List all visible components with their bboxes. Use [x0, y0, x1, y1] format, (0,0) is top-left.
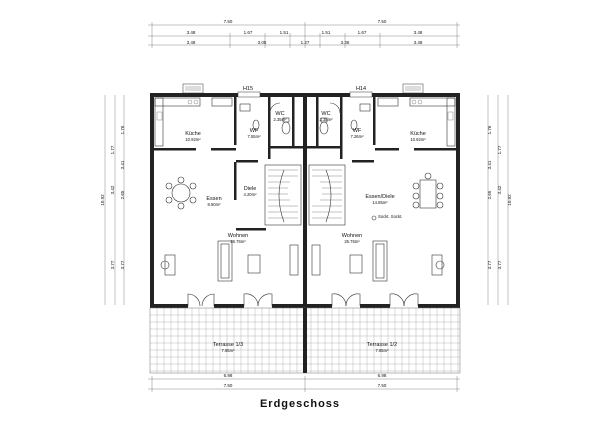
terrace-doors	[187, 293, 419, 307]
dim-right-total: 10.92	[507, 194, 512, 206]
room-diele-left: Diele	[244, 186, 257, 192]
room-kueche-right: Küche	[410, 131, 426, 137]
terrace-left-area: 7.65m²	[221, 348, 235, 353]
house-no-right: H14	[356, 86, 366, 92]
terrace-left: Terrasse 1/3	[213, 342, 243, 348]
terrace-right: Terrasse 1/2	[367, 342, 397, 348]
dim-top-row1-a: 3.48	[187, 30, 196, 35]
dim-top-row1-f: 3.48	[414, 30, 423, 35]
dim-right-c: 1.77	[497, 145, 502, 154]
dim-left-g: 3.77	[110, 260, 115, 269]
room-wc-right: WC	[321, 111, 330, 117]
living-furniture-left	[160, 240, 299, 282]
dining-table-right	[412, 172, 444, 209]
house-no-left: H15	[243, 86, 253, 92]
room-kueche-right-area: 10.92m²	[410, 137, 426, 142]
room-wf-left: WF	[250, 128, 259, 134]
dim-bottom-row1-left: 6.98	[224, 373, 233, 378]
room-wf-left-area: 7.55m²	[247, 134, 261, 139]
dim-left-f: 2.65	[120, 190, 125, 199]
dim-top-row2-c: 1.27	[301, 40, 310, 45]
dim-top-row1-e: 1.67	[358, 30, 367, 35]
dim-right-d: 3.42	[497, 185, 502, 194]
dim-top-row2-b: 3.05	[258, 40, 267, 45]
dim-left-a: 1.76	[120, 125, 125, 134]
dim-left-b: 3.41	[120, 160, 125, 169]
dim-right-a: 1.76	[487, 125, 492, 134]
plan-title: Erdgeschoss	[259, 398, 341, 410]
exterior-walls	[150, 93, 460, 308]
room-wf-right: WF	[353, 128, 362, 134]
dim-right-f: 3.77	[487, 260, 492, 269]
left-dimension-chains: 1.76 3.41 1.77 3.42 3.77 2.65 3.77 10.92	[100, 95, 125, 305]
right-dimension-chains: 1.76 3.41 1.77 3.42 2.65 3.77 3.77 10.92	[487, 95, 512, 305]
room-wohnen-right: Wohnen	[342, 233, 362, 239]
dim-top-row1-d: 1.51	[322, 30, 331, 35]
room-labels-left: Küche 10.92m² WF 7.55m² WC 2.35m² Essen …	[185, 111, 287, 353]
room-wf-right-area: 7.26m²	[350, 134, 364, 139]
room-wohnen-right-area: 26.76m²	[344, 239, 360, 244]
room-kueche-left-area: 10.92m²	[185, 137, 201, 142]
room-wc-right-area: 2.35m²	[319, 117, 333, 122]
interior-walls-left	[154, 97, 303, 231]
stair-left	[264, 164, 302, 226]
stair-note: Sockt. Sockt.	[378, 214, 402, 219]
dim-top-row2-d: 3.36	[341, 40, 350, 45]
wc-fixtures-left	[239, 102, 291, 135]
dim-right-g: 3.77	[497, 260, 502, 269]
dim-top-row1-b: 1.67	[244, 30, 253, 35]
dim-top-row1-c: 1.51	[280, 30, 289, 35]
stair-right	[308, 164, 346, 226]
room-wc-left-area: 2.35m²	[273, 117, 287, 122]
bottom-dimension-chains: 6.98 6.98 7.50 7.50	[148, 373, 460, 392]
interior-walls-right	[307, 97, 456, 163]
dim-top-row2-a: 3.48	[187, 40, 196, 45]
dim-left-d: 3.42	[110, 185, 115, 194]
dim-top-total-left: 7.50	[224, 19, 233, 24]
room-wohnen-left: Wohnen	[228, 233, 248, 239]
dining-table-left	[165, 176, 197, 210]
room-essen-right-area: 14.85m²	[372, 200, 388, 205]
room-diele-left-area: 4.20m²	[243, 192, 257, 197]
living-furniture-right	[311, 240, 445, 282]
room-essen-right: Essen/Diele	[365, 194, 394, 200]
top-dimension-chains: 7.50 7.50 3.48 1.67 1.51 1.51 1.67 3.48 …	[148, 19, 460, 48]
room-essen-left: Essen	[206, 196, 221, 202]
dim-bottom-total-left: 7.50	[224, 383, 233, 388]
dim-bottom-row1-right: 6.98	[378, 373, 387, 378]
dim-left-c: 1.77	[110, 145, 115, 154]
dim-left-e: 3.77	[120, 260, 125, 269]
top-windows	[182, 83, 424, 98]
wc-fixtures-right	[319, 102, 371, 135]
dim-top-total-right: 7.50	[378, 19, 387, 24]
terrace-right-area: 7.65m²	[375, 348, 389, 353]
kitchen-counter-left	[154, 97, 233, 147]
dim-bottom-total-right: 7.50	[378, 383, 387, 388]
room-wohnen-left-area: 26.76m²	[230, 239, 246, 244]
room-essen-left-area: 8.50m²	[207, 202, 221, 207]
room-kueche-left: Küche	[185, 131, 201, 137]
kitchen-counter-right	[377, 97, 456, 147]
dim-right-e: 2.65	[487, 190, 492, 199]
stair-note-marker	[371, 215, 377, 221]
room-wc-left: WC	[275, 111, 284, 117]
room-labels-right: Küche 10.92m² WF 7.26m² WC 2.35m² Essen/…	[319, 111, 426, 353]
dim-right-b: 3.41	[487, 160, 492, 169]
dim-top-row2-e: 3.48	[414, 40, 423, 45]
dim-left-total: 10.92	[100, 194, 105, 206]
